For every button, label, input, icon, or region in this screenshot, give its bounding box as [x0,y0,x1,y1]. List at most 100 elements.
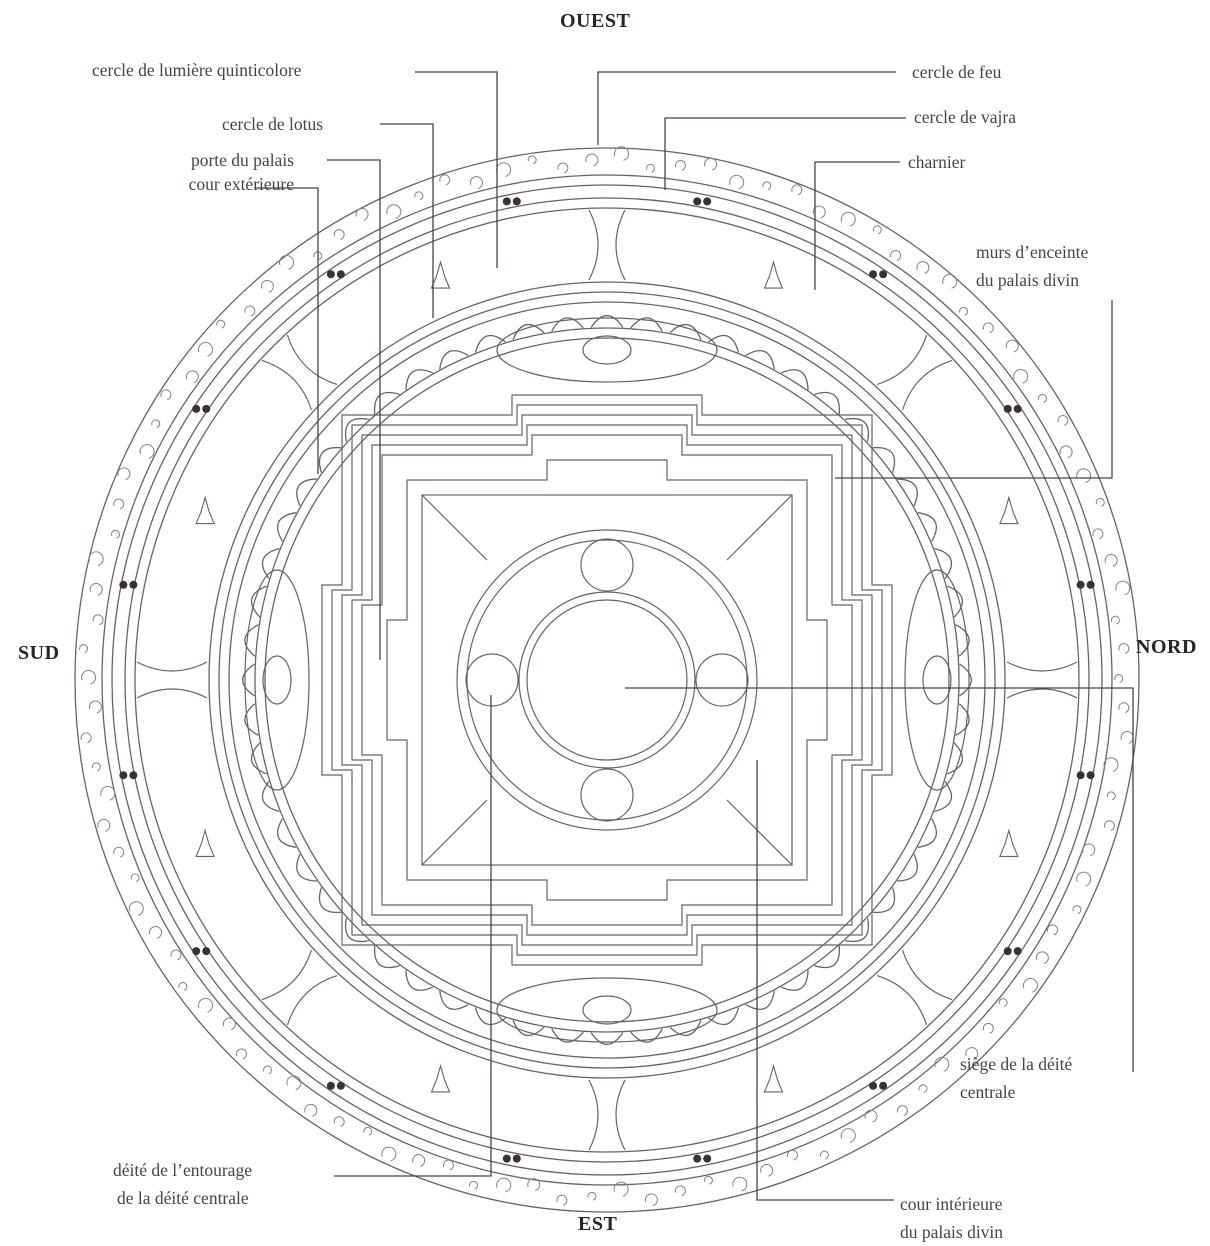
label-vajra-circle: cercle de vajra [914,103,1016,131]
flame-swirl [387,205,401,219]
stupa [432,1066,450,1092]
flame-swirl [645,1194,657,1206]
flame-swirl [89,701,101,713]
vajra-dot [1077,581,1085,589]
flame-swirl [131,874,139,882]
flame-swirl [705,158,717,170]
lotus-petal [746,991,775,1010]
flame-swirl [280,255,294,269]
vajra-dot [513,1155,521,1163]
flame-swirl [150,927,162,939]
flame-swirl [841,1129,855,1143]
label-palace-gate-and-outer-court: porte du palais cour extérieure [96,146,294,198]
flame-swirl [1023,978,1037,992]
lotus-petal [897,479,917,506]
flame-swirl [118,468,130,480]
label-inner-court: cour intérieure du palais divin [900,1190,1003,1246]
leader-line [835,300,1112,478]
gate-jewel [263,656,291,704]
flame-swirl [186,371,198,383]
flame-swirl [865,1110,877,1122]
vajra-dot [129,771,137,779]
flame-swirl [787,1150,797,1160]
flame-swirl [763,182,771,190]
label-retinue-deity: déité de l’entourage de la déité central… [113,1156,252,1212]
flame-swirl [82,670,96,684]
diagonal-line [727,800,792,865]
vajra-dot [693,1155,701,1163]
flame-swirl [1104,758,1118,772]
flame-swirl [81,733,91,743]
retinue-deity-seat [466,654,518,706]
flame-swirl [919,1085,927,1093]
vajra-dot [1087,581,1095,589]
flame-swirl [528,1179,540,1191]
vajra-dot [1004,405,1012,413]
flame-swirl [917,262,929,274]
flame-swirl [1036,952,1048,964]
retinue-deity-seat [581,769,633,821]
stupa [1000,830,1018,856]
vajra-dot [202,947,210,955]
charnel-divider [287,335,336,384]
flame-swirl [470,177,482,189]
flame-swirl [1060,446,1072,458]
flame-swirl [1083,844,1095,856]
label-palace-walls: murs d’enceinte du palais divin [976,238,1088,294]
flame-swirl [1115,675,1123,683]
flame-swirl [89,552,103,566]
flame-swirl [558,163,568,173]
vajra-dot [1014,405,1022,413]
flame-swirl [129,902,143,916]
flame-swirl [891,251,901,261]
flame-swirl [171,950,181,960]
lotus-circle-inner [255,328,959,1032]
vajra-dot [192,405,200,413]
flame-swirl [1077,469,1091,483]
flame-swirl [223,1018,235,1030]
flame-swirl [820,1151,828,1159]
flame-swirl [415,192,423,200]
flame-swirl [1105,554,1117,566]
flame-swirl [382,1147,396,1161]
direction-north-label: NORD [1136,636,1197,659]
flame-swirl [675,1186,685,1196]
lotus-petal [406,370,433,390]
flame-swirl [528,156,536,164]
flame-swirl [841,212,855,226]
stupa [196,830,214,856]
flame-swirl [443,1160,453,1170]
flame-swirl [1073,906,1081,914]
vajra-dot [879,270,887,278]
flame-swirl [1104,821,1114,831]
leader-line [598,72,896,145]
flame-swirl [287,1076,301,1090]
retinue-deity-seat [696,654,748,706]
leader-line [380,124,433,318]
vajra-dot [327,1082,335,1090]
diagonal-line [422,800,487,865]
flame-swirl [470,1181,478,1189]
flame-swirl [413,1155,425,1167]
vajra-dot [503,1155,511,1163]
flame-swirl [557,1195,567,1205]
gate-jewel [583,996,631,1024]
vajra-ornaments [119,197,1094,1162]
charnel-ground-inner [209,282,1005,1078]
flame-swirl [217,320,225,328]
flame-swirl [80,645,88,653]
retinue-circle-inner [467,540,747,820]
flame-swirl [334,1117,344,1127]
stupa [764,262,782,288]
flame-swirl [93,615,103,625]
flame-swirl [245,306,255,316]
flame-swirl [983,1023,993,1033]
flame-swirl [440,175,450,185]
lotus-petal [297,479,317,506]
lotus-petal [781,370,808,390]
flame-swirl [1038,394,1046,402]
charnel-divider [616,210,625,280]
flame-swirl [90,583,102,595]
lotus-petal [918,513,937,542]
